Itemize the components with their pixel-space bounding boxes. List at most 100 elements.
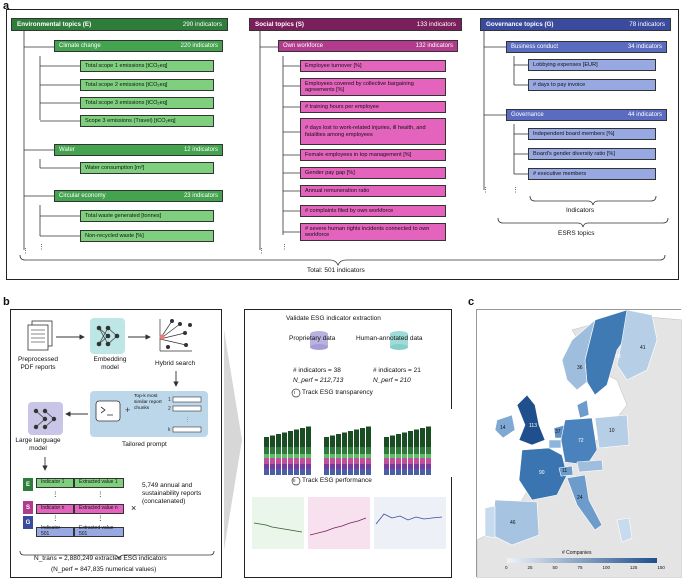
track-transparency-label: Track ESG transparency <box>302 389 373 396</box>
thumbnail-bar <box>282 464 287 469</box>
thumbnail-bar <box>396 434 401 447</box>
hybrid-search-label: Hybrid search <box>155 360 196 367</box>
thumbnail-bar <box>282 447 287 454</box>
thumbnail-bar <box>354 447 359 454</box>
thumbnail-bar <box>282 469 287 475</box>
thumbnail-bar <box>420 458 425 464</box>
thumbnail-bar <box>330 447 335 454</box>
env-indicator: Total waste generated [tonnes] <box>80 210 214 222</box>
legend-tick: 100 <box>602 565 610 570</box>
sub-name: Climate change <box>59 43 101 49</box>
gov-indicator: Lobbying expenses [EUR] <box>528 59 656 71</box>
total-label: Total: 501 indicators <box>307 267 365 274</box>
soc-indicator: # days lost to work-related injuries, il… <box>300 118 446 145</box>
env-indicator: Total scope 2 emissions [tCO₂eq] <box>80 79 214 91</box>
table-value-cell: Extracted value 1 <box>74 478 124 488</box>
legend-colorbar <box>507 558 657 563</box>
table-indicator-cell: Indicator 501 <box>36 525 74 537</box>
thumbnail-bar <box>300 464 305 469</box>
thumbnail-bar <box>264 437 269 447</box>
thumbnail-bar <box>390 469 395 475</box>
thumbnail-bar <box>342 432 347 447</box>
env-topics-header: Environmental topics (E) 290 indicators <box>11 18 228 31</box>
count-netherlands: 37 <box>555 429 561 435</box>
panel-a-letter: a <box>3 0 10 12</box>
thumbnail-bar <box>264 464 269 469</box>
count-germany: 72 <box>578 438 584 444</box>
thumbnail-bar <box>330 469 335 475</box>
sub-name: Own workforce <box>283 43 324 49</box>
country-portugal <box>484 505 496 539</box>
thumbnail-bar <box>324 469 329 475</box>
env-sub-water: Water 12 indicators <box>54 144 223 156</box>
table-indicator-cell: Indicator 1 <box>36 478 74 488</box>
ntrans-label: N_trans = 2,880,249 extracted ESG indica… <box>34 555 167 562</box>
count-italy: 24 <box>577 495 583 501</box>
thumbnail-bar <box>360 469 365 475</box>
thumbnail-bar <box>324 454 329 458</box>
thumbnail-bar <box>396 454 401 458</box>
thumbnail-bar <box>276 458 281 464</box>
thumbnail-bar <box>276 434 281 447</box>
times-symbol: × <box>131 503 137 513</box>
roman-circle-1 <box>291 388 301 398</box>
thumbnail-bar <box>300 469 305 475</box>
thumbnail-bar <box>294 429 299 447</box>
thumbnail-bar <box>300 428 305 447</box>
tailored-prompt-label: Tailored prompt <box>122 441 167 448</box>
preprocessed-label: Preprocessed PDF reports <box>17 356 59 371</box>
thumbnail-bar <box>336 464 341 469</box>
thumbnail-bar <box>426 454 431 458</box>
thumbnail-bar <box>270 464 275 469</box>
thumbnail-bar <box>414 429 419 447</box>
country-belgium <box>548 439 562 449</box>
llm-icon <box>28 402 63 435</box>
human-label: Human-annotated data <box>356 335 423 342</box>
thumbnail-bar <box>282 454 287 458</box>
thumbnail-bar <box>360 454 365 458</box>
chunks-list-icon: 12k ⋮ <box>168 396 202 433</box>
gov-indicator: # days to pay invoice <box>528 79 656 91</box>
svg-text:⋮: ⋮ <box>258 248 265 255</box>
thumbnail-bar <box>402 432 407 447</box>
thumbnail-bar <box>288 431 293 447</box>
esg-letter-s: S <box>23 501 33 514</box>
country-italy <box>566 474 603 531</box>
nperf-label: (N_perf = 847,835 numerical values) <box>51 566 157 573</box>
thumbnail-bar <box>294 447 299 454</box>
table-ellipsis: ⋮ <box>52 515 59 522</box>
thumbnail-bar <box>408 454 413 458</box>
table-value-cell: Extracted value n <box>74 504 124 514</box>
thumbnail-bar <box>366 426 371 447</box>
performance-lines-thumbnail <box>252 497 446 549</box>
thumbnail-bar <box>330 454 335 458</box>
esg-letter-e: E <box>23 478 33 491</box>
legend-tick: 25 <box>527 565 533 570</box>
thumbnail-bar <box>324 437 329 447</box>
country-greece <box>616 517 633 543</box>
thumbnail-bar <box>294 458 299 464</box>
thumbnail-bar <box>336 458 341 464</box>
soc-indicator: # complaints filed by own workforce <box>300 205 446 217</box>
thumbnail-bar <box>360 447 365 454</box>
roman-numeral-1: I <box>294 390 296 395</box>
env-indicator: Total scope 1 emissions [tCO₂eq] <box>80 60 214 72</box>
thumbnail-bar <box>354 429 359 447</box>
thumbnail-bar <box>264 469 269 475</box>
thumbnail-bar <box>366 458 371 464</box>
thumbnail-bar <box>366 454 371 458</box>
thumbnail-bar <box>420 428 425 447</box>
thumbnail-bar <box>384 447 389 454</box>
thumbnail-bar <box>342 447 347 454</box>
thumbnail-bar <box>366 464 371 469</box>
gov-title: Governance topics (G) <box>486 21 554 28</box>
env-sub-climate: Climate change 220 indicators <box>54 40 223 52</box>
soc-title: Social topics (S) <box>255 21 304 28</box>
legend-tick: 0 <box>505 565 508 570</box>
thumbnail-bar <box>348 464 353 469</box>
thumbnail-bar <box>276 454 281 458</box>
sub-count: 44 indicators <box>627 112 662 118</box>
thumbnail-bar <box>384 437 389 447</box>
svg-text:+: + <box>125 405 130 415</box>
thumbnail-bar <box>390 464 395 469</box>
